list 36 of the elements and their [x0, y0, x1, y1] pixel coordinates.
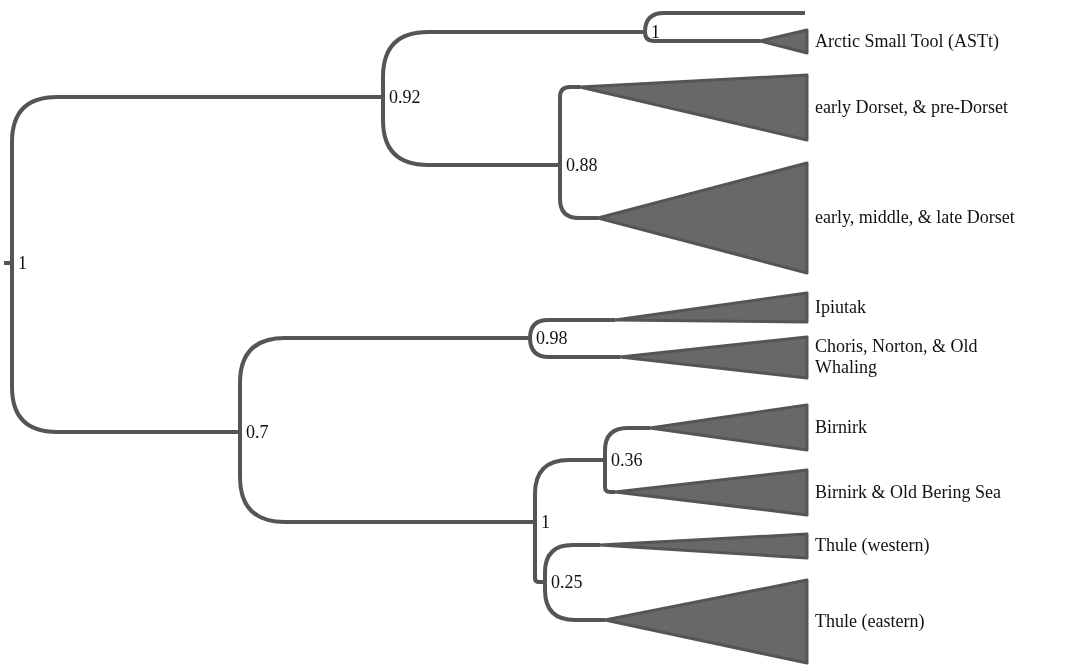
taxon-label: Birnirk & Old Bering Sea [815, 481, 1001, 504]
tree-branch [603, 426, 650, 460]
tree-branch [543, 543, 600, 582]
support-value: 1 [10, 252, 27, 274]
tree-branch [10, 263, 238, 434]
taxon-label: Arctic Small Tool (ASTt) [815, 30, 999, 53]
support-value: 0.92 [381, 86, 421, 108]
support-value: 0.88 [558, 154, 598, 176]
support-value: 0.98 [528, 327, 568, 349]
tree-branch [558, 165, 598, 220]
tree-branch [10, 95, 381, 263]
taxon-label: Thule (western) [815, 535, 930, 557]
tree-branch [603, 460, 615, 494]
tree-branch [533, 522, 543, 584]
taxon-label: Choris, Norton, & Old Whaling [815, 335, 979, 380]
tree-branch [528, 318, 615, 340]
taxon-label: early Dorset, & pre-Dorset [815, 96, 1008, 119]
tree-branch [238, 336, 528, 432]
tree-branch [381, 97, 558, 167]
tree-branch [4, 261, 10, 265]
support-value: 0.25 [543, 571, 583, 593]
taxon-label: Ipiutak [815, 296, 866, 319]
support-value: 1 [533, 511, 550, 533]
taxon-label: Birnirk [815, 416, 867, 439]
tree-branch [381, 30, 643, 97]
tree-branch [543, 582, 605, 622]
tree-branch [643, 30, 760, 43]
tree-branch [238, 432, 533, 524]
support-value: 0.36 [603, 449, 643, 471]
tree-branch [643, 11, 805, 34]
taxon-label: Thule (eastern) [815, 610, 925, 633]
tree-branch [528, 336, 620, 359]
support-value: 0.7 [238, 421, 269, 443]
support-value: 1 [643, 21, 660, 43]
taxon-label: early, middle, & late Dorset [815, 207, 1015, 229]
tree-branch [533, 458, 603, 522]
